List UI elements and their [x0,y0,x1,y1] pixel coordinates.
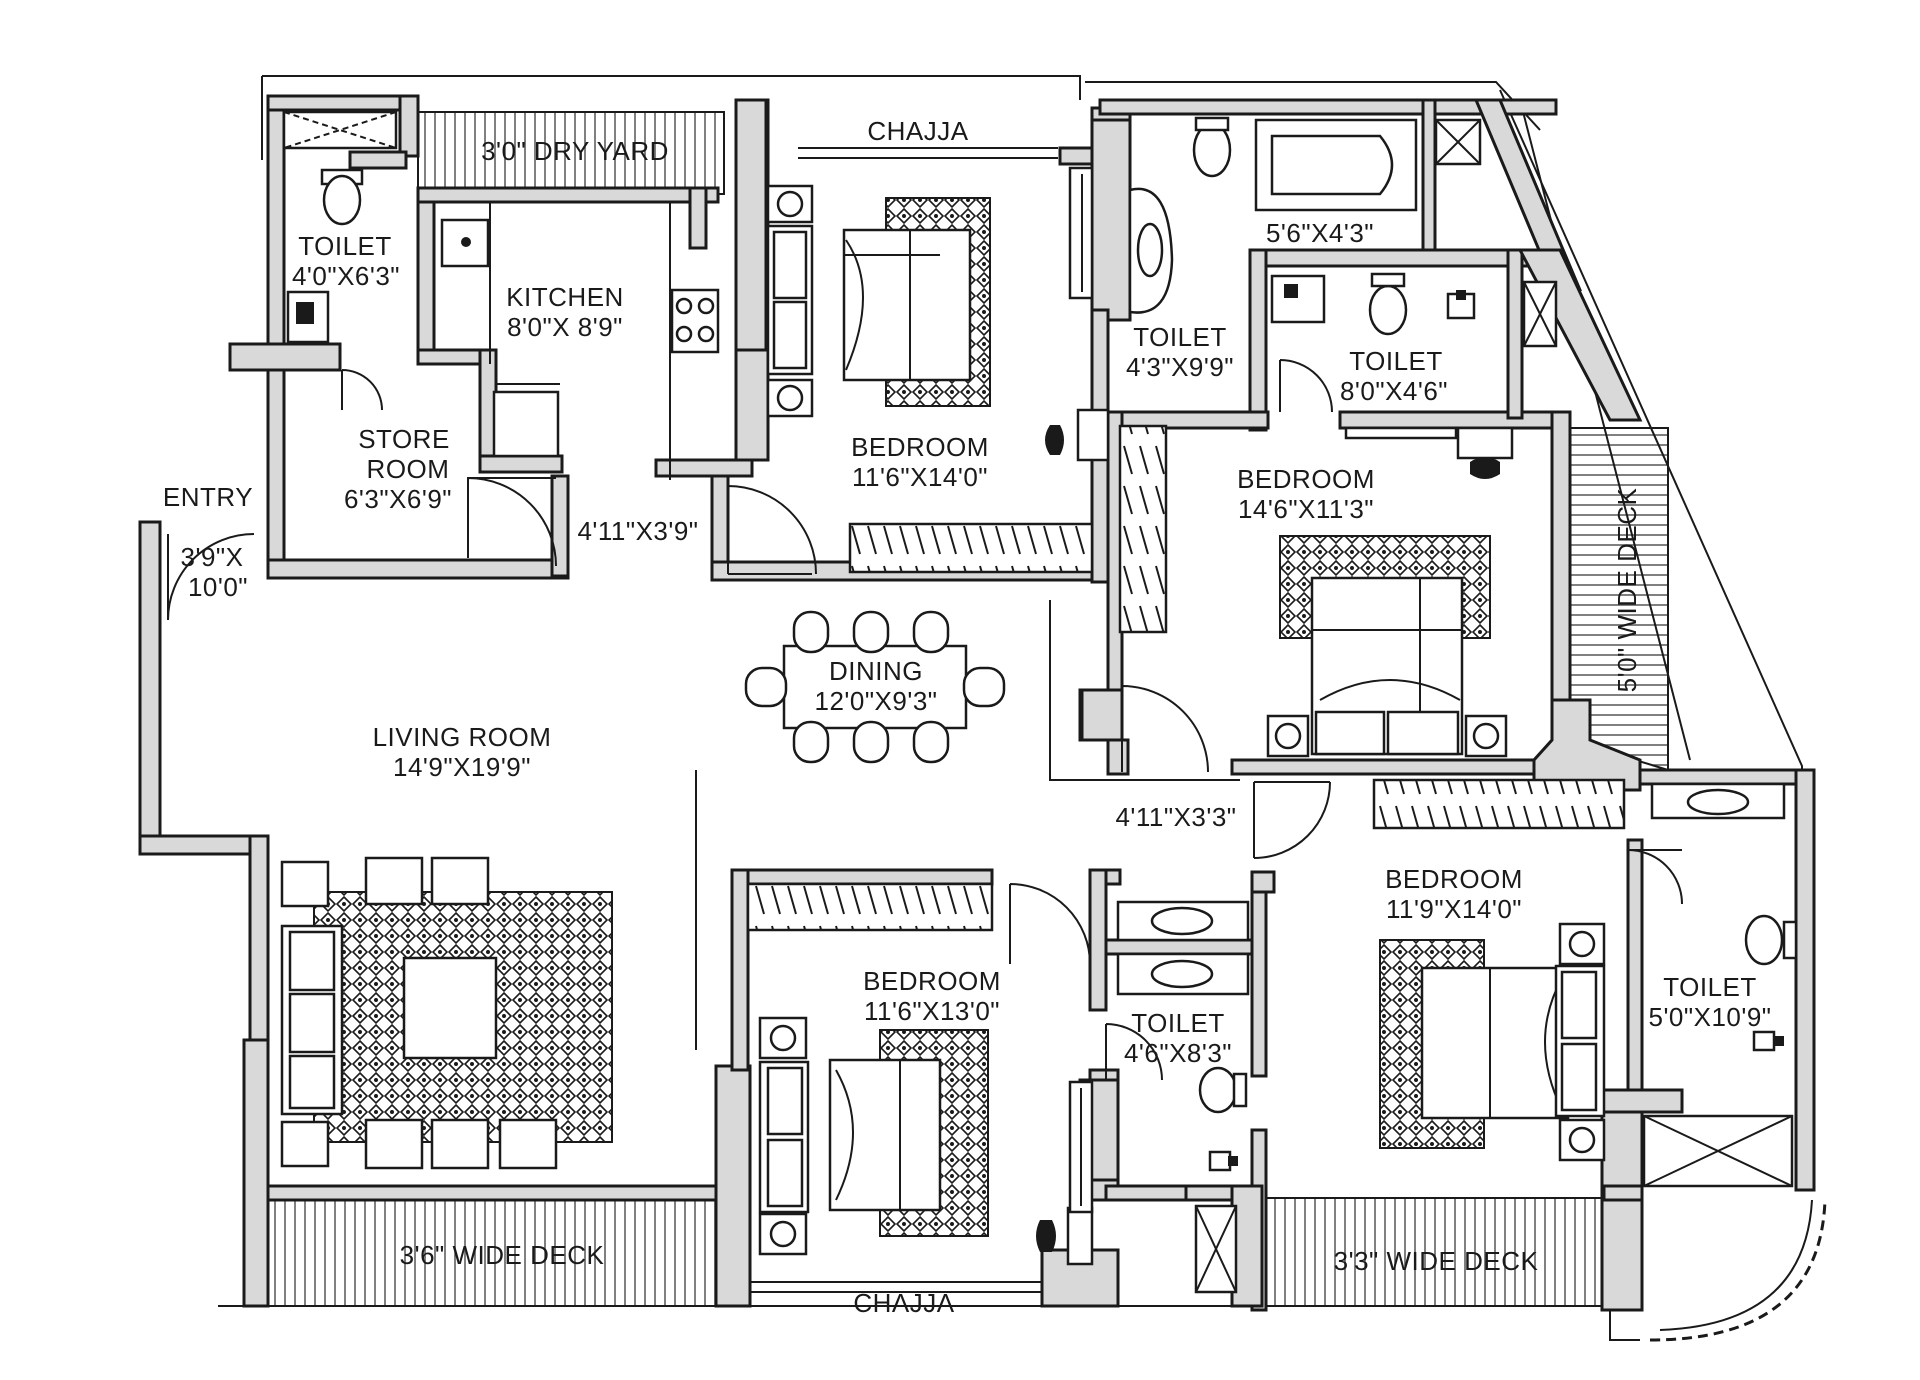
shaft-bottom-mid [1194,1204,1238,1294]
wash-basin-icon-toilet-4 [1650,782,1786,820]
label-bedroom-1: BEDROOM [851,432,989,462]
railings [218,75,1803,1341]
label-toilet-3-size: 8'0"X4'6" [1340,376,1448,406]
label-toilet-2: TOILET [1133,322,1227,352]
shaft-top-left [282,110,398,150]
label-entry-size-1: 3'9"X [181,542,244,572]
side-tables-bedroom-2 [1266,714,1508,758]
label-wide-deck-right: 5'0" WIDE DECK [1612,488,1642,693]
stove-icon [670,288,720,354]
label-kitchen-size: 8'0"X 8'9" [507,312,623,342]
mirror-bedroom-1 [1068,166,1094,300]
label-toilet-5-size: 4'6"X8'3" [1124,1038,1232,1068]
label-bedroom-2: BEDROOM [1237,464,1375,494]
label-bedroom-1-size: 11'6"X14'0" [852,462,988,492]
wc-icon [320,168,364,226]
deck-left-hatch [267,1197,717,1307]
shaft-mid-right [1522,280,1558,348]
sofa-icon [766,224,814,376]
label-entry: ENTRY [163,482,253,512]
label-deck-right: 3'3" WIDE DECK [1334,1246,1539,1276]
wash-basin-icon-toilet-5 [1116,952,1250,996]
label-store-room-1: STORE [358,424,450,454]
room-labels: TOILET 4'0"X6'3" 3'0" DRY YARD CHAJJA KI… [163,116,1771,1318]
label-bedroom-3-size: 11'9"X14'0" [1386,894,1522,924]
shaft-top-right [1434,118,1482,166]
dry-yard-hatch [417,111,725,195]
wardrobe-bedroom-2 [1118,424,1168,634]
wc-icon-toilet-3 [1368,272,1408,336]
wash-basin-icon-passage [1116,900,1250,942]
double-bed-icon-bedroom-4 [828,1029,989,1237]
label-toilet-4-size: 5'0"X10'9" [1648,1002,1771,1032]
wash-basin-icon [286,290,330,344]
label-toilet-small: TOILET [298,231,392,261]
label-store-room-2: ROOM [367,454,450,484]
label-toilet-small-size: 4'0"X6'3" [292,261,400,291]
chair-icon [1045,408,1110,462]
label-chajja-bottom: CHAJJA [853,1288,954,1318]
label-kitchen: KITCHEN [506,282,624,312]
label-living-room: LIVING ROOM [373,722,552,752]
label-dining-size: 12'0"X9'3" [814,686,937,716]
door-swing-icon [167,359,1683,1081]
bathtub-icon [1254,118,1418,212]
label-bedroom-3: BEDROOM [1385,864,1523,894]
sofa-icon-bedroom-4 [758,1016,810,1256]
label-bedroom-4-size: 11'6"X13'0" [864,996,1000,1026]
label-toilet-2-size: 4'3"X9'9" [1126,352,1234,382]
double-bed-icon-bedroom-3 [1379,939,1570,1149]
label-bath-area: 5'6"X4'3" [1266,218,1374,248]
label-dining: DINING [829,656,923,686]
shaft-bottom-right [1642,1114,1794,1188]
wc-icon-toilet-5 [1198,1066,1248,1114]
wardrobe-bedroom-1 [848,522,1094,574]
shower-icon-toilet-3 [1446,290,1476,320]
kitchen-sink-icon [440,218,490,268]
label-dry-yard: 3'0" DRY YARD [481,136,669,166]
living-room-furniture [280,856,613,1170]
label-passage-mid: 4'11"X3'3" [1115,802,1236,832]
wc-icon-toilet-4 [1744,914,1798,966]
side-tables-bedroom-1 [766,184,814,418]
wardrobe-bedroom-3 [1372,778,1626,830]
label-passage-top: 4'11"X3'9" [577,516,698,546]
sofa-icon-bedroom-3 [1554,922,1606,1162]
label-bedroom-2-size: 14'6"X11'3" [1238,494,1374,524]
column-1 [1080,688,1124,742]
mirror-bedroom-4 [1068,1080,1094,1214]
desk-bedroom-2 [1344,426,1458,440]
double-bed-icon-bedroom-2 [1279,535,1491,756]
wc-icon-toilet-2 [1192,116,1232,178]
label-chajja-top: CHAJJA [867,116,968,146]
label-bedroom-4: BEDROOM [863,966,1001,996]
wash-basin-icon-toilet-2 [1128,187,1174,314]
label-living-room-size: 14'9"X19'9" [393,752,531,782]
double-bed-icon [842,197,991,407]
chair-icon-bedroom-4 [1036,1206,1094,1266]
label-toilet-4: TOILET [1663,972,1757,1002]
wash-basin-icon-toilet-3 [1270,274,1326,324]
deck-right-hatch [1261,1197,1603,1307]
kitchen-counter [489,202,671,480]
label-entry-size-2: 10'0" [188,572,248,602]
chair-icon-bedroom-2 [1456,426,1514,479]
wardrobe-bedroom-4 [746,882,994,932]
curved-planter [1649,1199,1827,1342]
dining-table-icon [744,610,1006,764]
label-toilet-3: TOILET [1349,346,1443,376]
label-deck-left: 3'6" WIDE DECK [400,1240,605,1270]
shower-icon-toilet-4 [1752,1030,1784,1052]
shower-icon-toilet-5 [1208,1150,1238,1172]
label-store-room-size: 6'3"X6'9" [344,484,452,514]
label-toilet-5: TOILET [1131,1008,1225,1038]
